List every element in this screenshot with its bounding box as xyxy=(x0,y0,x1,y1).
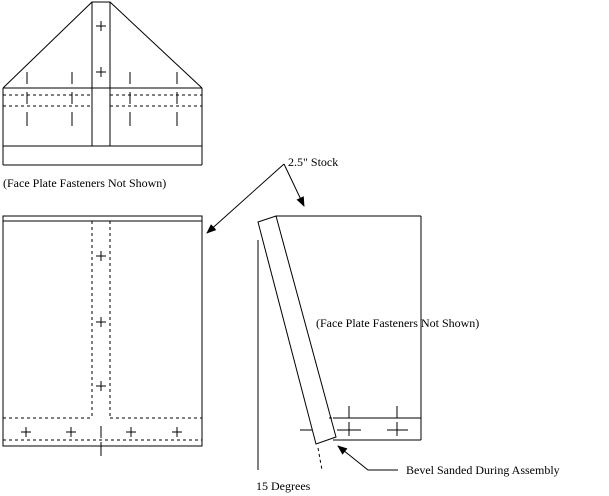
angle-label: 15 Degrees xyxy=(256,479,311,493)
fasteners-note-side: (Face Plate Fasteners Not Shown) xyxy=(316,316,479,330)
stock-callout xyxy=(206,163,305,234)
top-view xyxy=(2,1,203,166)
front-view xyxy=(2,215,203,456)
bevel-label: Bevel Sanded During Assembly xyxy=(406,463,560,477)
bevel-callout xyxy=(337,445,398,471)
top-fastener-marks xyxy=(26,72,178,126)
top-strip-crosses xyxy=(96,21,106,77)
side-view xyxy=(257,215,422,471)
fasteners-note-top: (Face Plate Fasteners Not Shown) xyxy=(3,176,166,190)
stock-label: 2.5" Stock xyxy=(288,155,338,169)
